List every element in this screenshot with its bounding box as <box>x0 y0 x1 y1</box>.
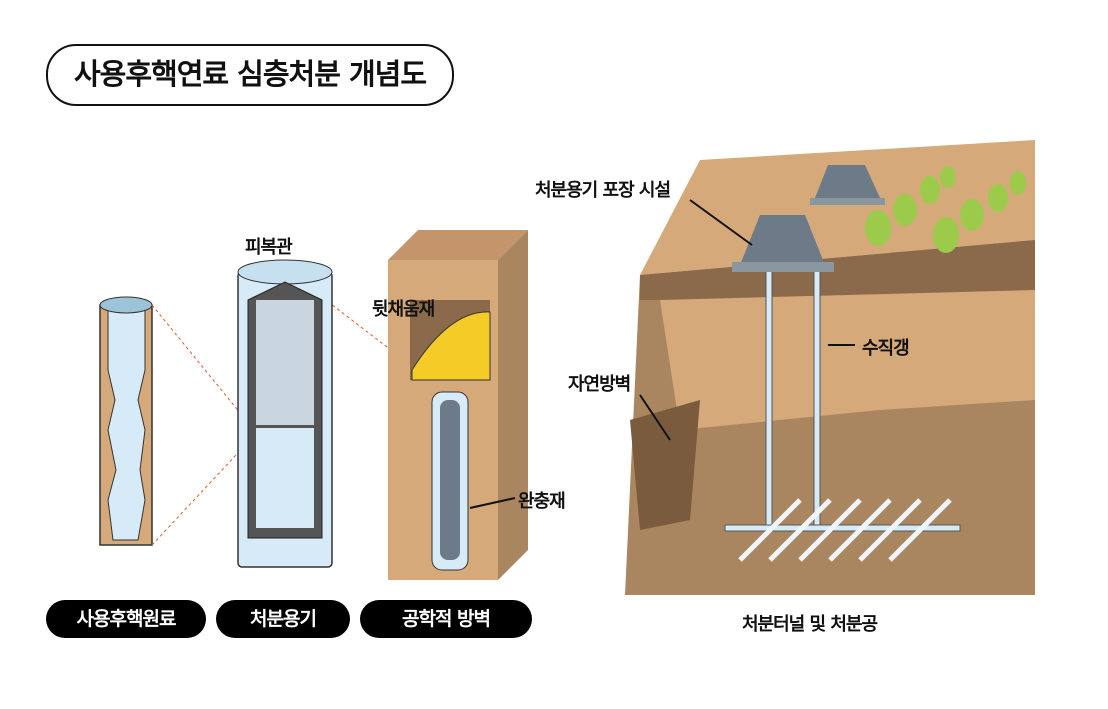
label-backfill: 뒷채움재 <box>372 299 435 320</box>
label-natural-barrier: 자연방벽 <box>568 374 631 395</box>
label-cladding: 피복관 <box>245 237 293 258</box>
pointer-arrows <box>469 199 855 509</box>
pill-canister: 처분용기 <box>216 600 350 638</box>
page-title: 사용후핵연료 심층처분 개념도 <box>46 44 455 106</box>
label-buffer: 완충재 <box>518 491 566 512</box>
pill-spent-fuel: 사용후핵원료 <box>46 600 206 638</box>
disposal-canister <box>237 259 333 568</box>
fuel-rod <box>99 296 153 546</box>
label-vertical-shaft: 수직갱 <box>862 338 910 359</box>
label-packaging-facility: 처분용기 포장 시설 <box>535 180 671 201</box>
label-tunnel-caption: 처분터널 및 처분공 <box>742 614 878 635</box>
engineered-barrier <box>388 230 528 580</box>
pill-engineered-barrier: 공학적 방벽 <box>360 600 532 638</box>
repository-section <box>625 140 1035 595</box>
